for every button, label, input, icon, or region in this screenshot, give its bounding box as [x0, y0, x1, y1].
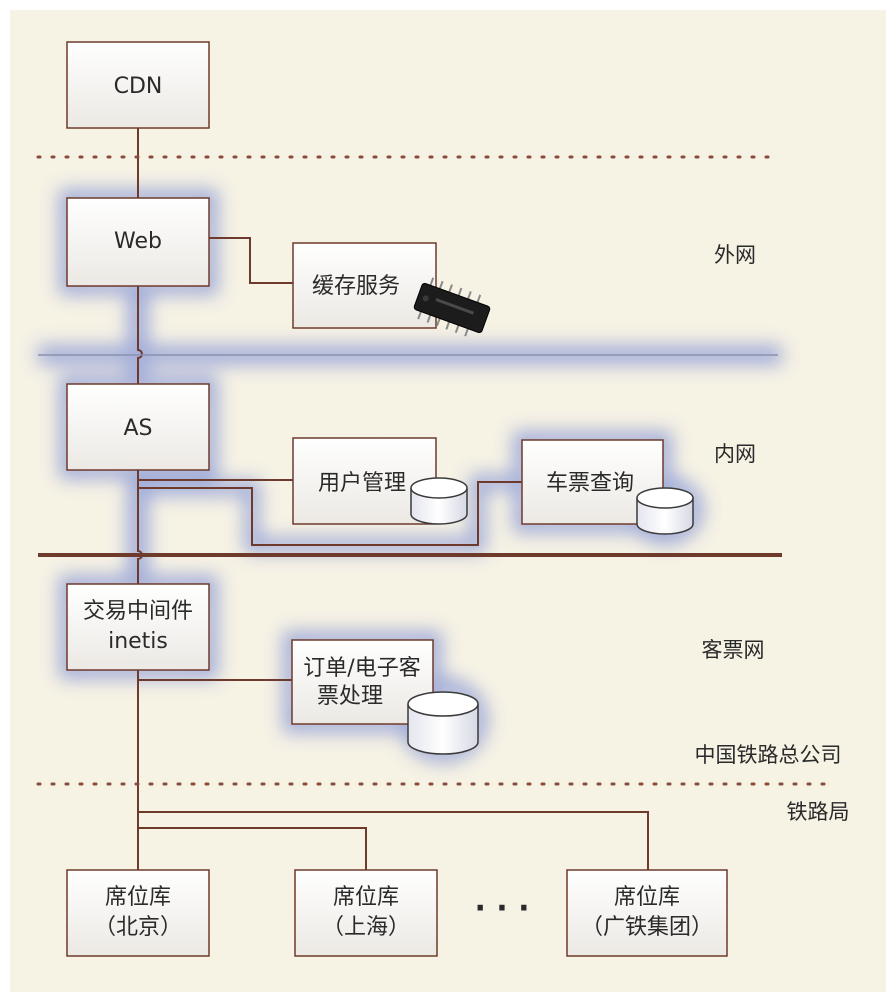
zone-label-ticket-net: 客票网 [702, 638, 765, 662]
cache-label: 缓存服务 [312, 274, 400, 299]
node-boxes [66, 41, 728, 957]
seat-guangtie-box [566, 869, 728, 957]
seat-branch-beijing [138, 811, 649, 870]
ellipsis-label: · · · [474, 891, 529, 926]
seat-shanghai-label-line1: 席位库 [333, 885, 399, 910]
seat-beijing-label-line1: 席位库 [105, 885, 171, 910]
node-labels: CDN Web 缓存服务 AS 用户管理 车票查询 交易中间件 inetis 订… [83, 74, 713, 940]
zone-label-bureau: 铁路局 [787, 800, 850, 824]
as-label: AS [123, 416, 152, 441]
ticket-query-label: 车票查询 [546, 471, 634, 496]
cache-box [292, 242, 437, 329]
connections [137, 128, 649, 870]
as-ticketquery-link [138, 481, 522, 546]
web-label: Web [114, 229, 162, 254]
order-label-line1: 订单/电子客 [303, 656, 420, 681]
zone-labels: 外网 内网 客票网 中国铁路总公司 铁路局 [695, 243, 850, 824]
seat-guangtie-label-line1: 席位库 [614, 885, 680, 910]
database-cylinder-icon [410, 477, 468, 525]
seat-beijing-label-line2: （北京） [94, 915, 182, 940]
seat-shanghai-label-line2: （上海） [322, 915, 410, 940]
web-box [66, 197, 210, 287]
order-label-line2: 票处理 [317, 684, 383, 709]
zone-label-external: 外网 [714, 243, 756, 267]
zone-label-hq: 中国铁路总公司 [695, 743, 842, 767]
middleware-box [66, 583, 210, 671]
seat-shanghai-box [294, 869, 438, 957]
seat-branch-shanghai [138, 827, 367, 870]
web-cache-link [209, 237, 293, 284]
seat-beijing-box [66, 869, 210, 957]
seat-guangtie-label-line2: （广铁集团） [581, 915, 713, 940]
database-cylinder-icon [407, 691, 479, 755]
database-cylinder-icon [636, 487, 694, 535]
as-box [66, 383, 210, 471]
cdn-box [66, 41, 210, 129]
user-mgmt-label: 用户管理 [318, 471, 406, 496]
memory-chip-icon [413, 277, 491, 337]
web-as-link [137, 286, 143, 384]
middleware-label-line2: inetis [108, 629, 168, 654]
middleware-label-line1: 交易中间件 [83, 599, 193, 624]
cdn-label: CDN [114, 74, 163, 99]
zone-label-internal: 内网 [714, 442, 756, 466]
